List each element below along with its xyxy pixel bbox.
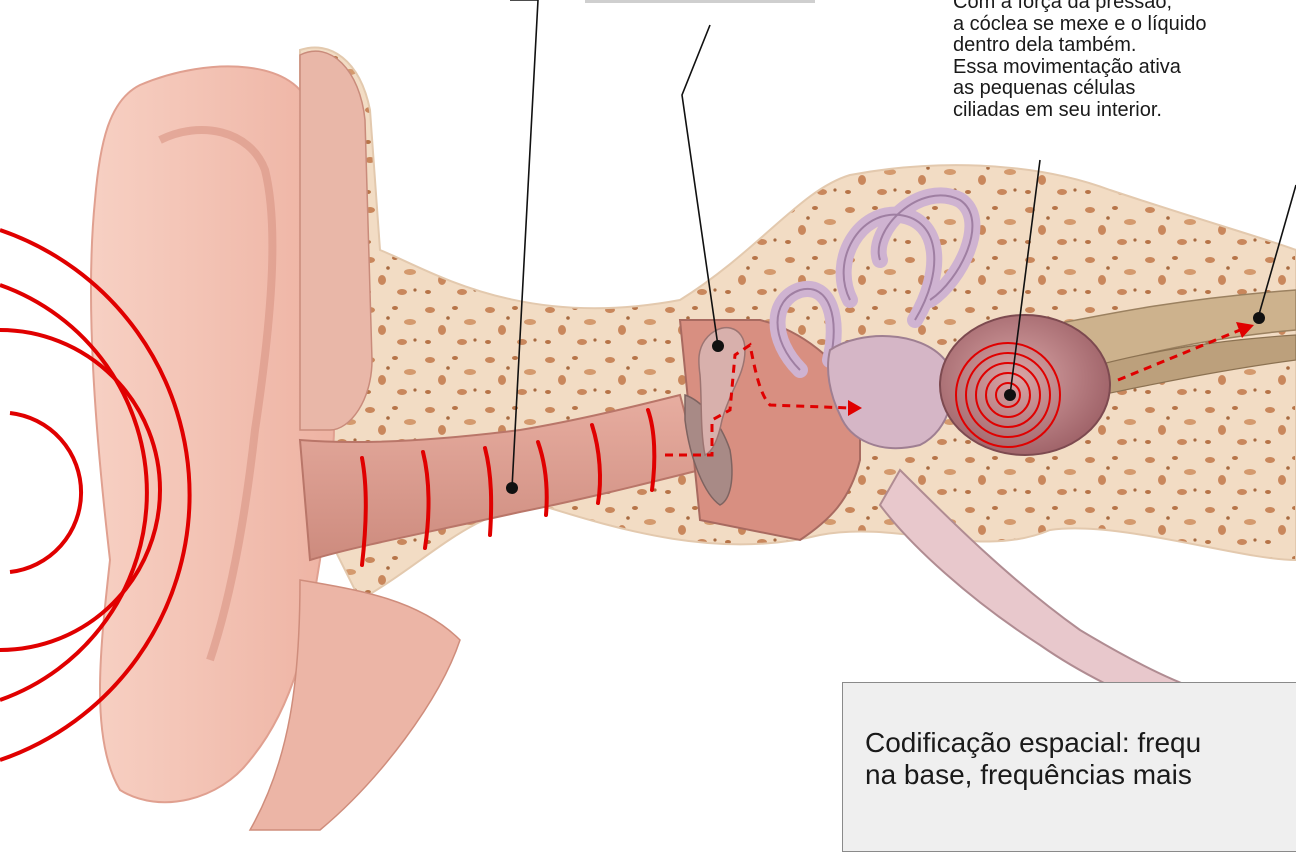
pointer-dot-cochlea xyxy=(1004,389,1016,401)
cartilage-band xyxy=(300,51,372,430)
pointer-dot-nerve xyxy=(1253,312,1265,324)
cochlea-line-4: Essa movimentação ativa xyxy=(953,57,1283,79)
cut-label-fragment xyxy=(585,0,815,3)
caption-line-2: na base, frequências mais xyxy=(865,759,1296,791)
cochlea-line-2: a cóclea se mexe e o líquido xyxy=(953,14,1283,36)
caption-box: Codificação espacial: frequ na base, fre… xyxy=(842,682,1296,852)
cochlea-line-5: as pequenas células xyxy=(953,78,1283,100)
cochlea-line-1: Com a força da pressão, xyxy=(953,0,1283,14)
pointer-dot-ear-canal xyxy=(506,482,518,494)
cochlea-line-3: dentro dela também. xyxy=(953,35,1283,57)
cochlea-description: Com a força da pressão, a cóclea se mexe… xyxy=(953,0,1283,121)
cochlea-line-6: ciliadas em seu interior. xyxy=(953,100,1283,122)
caption-line-1: Codificação espacial: frequ xyxy=(865,727,1296,759)
pointer-dot-ossicles xyxy=(712,340,724,352)
